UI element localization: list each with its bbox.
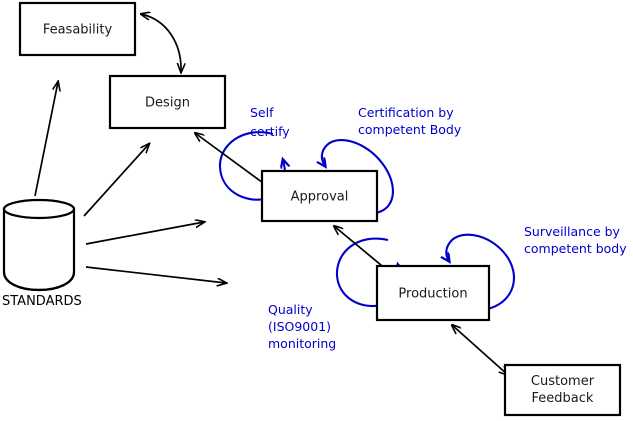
node-design[interactable]: Design xyxy=(108,74,227,130)
annotation-surveillance-line2: competent body xyxy=(524,241,627,256)
annotation-quality-line3: monitoring xyxy=(268,336,336,351)
annotation-quality-iso9001-monitoring: Quality (ISO9001) monitoring xyxy=(268,302,336,351)
standards-cylinder-body[interactable] xyxy=(2,207,76,292)
edge-design-approval xyxy=(195,133,274,191)
edge-feasability-design xyxy=(141,14,181,72)
node-approval-box[interactable] xyxy=(260,169,379,223)
node-production[interactable]: Production xyxy=(375,264,491,322)
annotation-surveillance-by-competent-body: Surveillance by competent body xyxy=(524,224,627,256)
node-standards-label: STANDARDS xyxy=(2,294,82,309)
annotation-self-certify-line2: certify xyxy=(250,124,290,139)
node-production-box[interactable] xyxy=(375,264,491,322)
node-design-label: Design xyxy=(145,96,190,111)
node-feasability[interactable]: Feasability xyxy=(18,1,137,57)
node-customer-feedback-label-line2: Feedback xyxy=(532,391,594,406)
flow-arrows xyxy=(34,14,508,375)
node-feasability-label: Feasability xyxy=(43,23,113,38)
node-production-label: Production xyxy=(398,287,467,302)
annotation-quality-line1: Quality xyxy=(268,302,313,317)
annotation-self-certify-line1: Self xyxy=(250,105,274,120)
surveillance-loop-arrow xyxy=(446,233,515,311)
annotation-labels: Self certify Certification by competent … xyxy=(250,105,627,351)
node-design-box[interactable] xyxy=(108,74,227,130)
annotation-quality-line2: (ISO9001) xyxy=(268,319,331,334)
edge-standards-approval xyxy=(85,222,204,245)
edge-production-customer-feedback xyxy=(452,325,508,375)
edge-standards-feasability xyxy=(34,82,58,197)
node-approval[interactable]: Approval xyxy=(260,169,379,223)
edge-standards-production xyxy=(85,266,226,283)
standards-cylinder-top xyxy=(2,198,76,220)
annotation-self-certify: Self certify xyxy=(250,105,290,139)
certification-loop-arrow xyxy=(322,139,394,215)
node-standards[interactable]: STANDARDS xyxy=(2,198,82,309)
annotation-certification-line1: Certification by xyxy=(358,105,454,120)
annotation-certification-by-competent-body: Certification by competent Body xyxy=(358,105,462,137)
standards-cylinder-bottom-arc xyxy=(2,271,76,292)
node-customer-feedback[interactable]: Customer Feedback xyxy=(503,363,622,417)
edge-standards-design xyxy=(83,144,149,217)
node-feasability-box[interactable] xyxy=(18,1,137,57)
node-approval-label: Approval xyxy=(291,190,349,205)
annotation-certification-line2: competent Body xyxy=(358,122,462,137)
annotation-surveillance-line1: Surveillance by xyxy=(524,224,621,239)
node-customer-feedback-label-line1: Customer xyxy=(531,374,595,389)
node-customer-feedback-box[interactable] xyxy=(503,363,622,417)
